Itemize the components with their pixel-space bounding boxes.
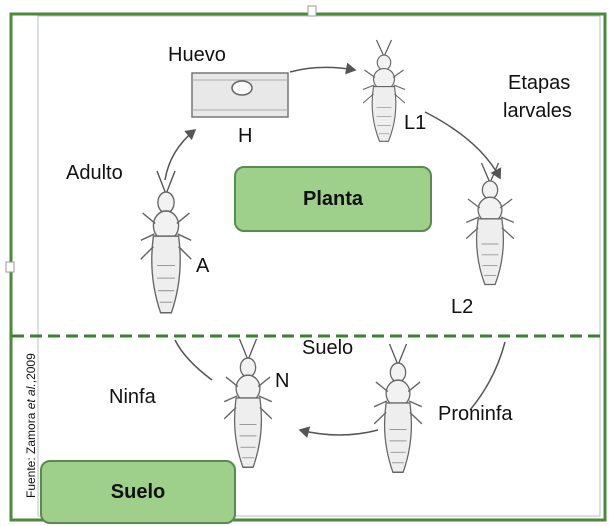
larva-l2-illustration <box>466 163 514 285</box>
larva-l1-illustration <box>363 40 405 141</box>
credit-prefix: Fuente: Zamora <box>24 409 38 498</box>
label-adulto: Adulto <box>66 162 123 184</box>
label-huevo: Huevo <box>168 44 226 66</box>
adult-illustration <box>141 171 191 313</box>
label-etapas-line1: Etapas <box>508 72 570 94</box>
cycle-arrow-proninfa-to-ninfa <box>300 430 378 435</box>
label-etapas-line2: larvales <box>503 100 572 122</box>
label-suelo-top: Suelo <box>302 337 353 359</box>
label-l2: L2 <box>451 296 473 318</box>
cycle-arrow-ninfa-to-adulto <box>175 340 212 380</box>
credit-suffix: ,2009 <box>24 353 38 383</box>
cycle-arrow-l1-to-l2 <box>425 112 500 178</box>
label-n: N <box>275 370 289 392</box>
label-a: A <box>196 255 209 277</box>
credit-italic: et al. <box>24 383 38 409</box>
label-h: H <box>238 125 252 147</box>
prepupa-illustration <box>374 344 422 472</box>
cycle-arrow-adulto-to-egg <box>165 130 195 180</box>
cycle-arrow-egg-to-l1 <box>290 67 355 72</box>
label-ninfa: Ninfa <box>109 386 156 408</box>
pupa-illustration <box>224 339 272 467</box>
egg-illustration <box>192 73 288 117</box>
label-l1: L1 <box>404 112 426 134</box>
suelo-box: Suelo <box>40 460 236 524</box>
label-proninfa: Proninfa <box>438 403 513 425</box>
source-credit: Fuente: Zamora et al.,2009 <box>24 353 38 498</box>
cycle-arrow-l2-to-proninfa <box>470 342 505 410</box>
planta-box: Planta <box>234 166 432 232</box>
